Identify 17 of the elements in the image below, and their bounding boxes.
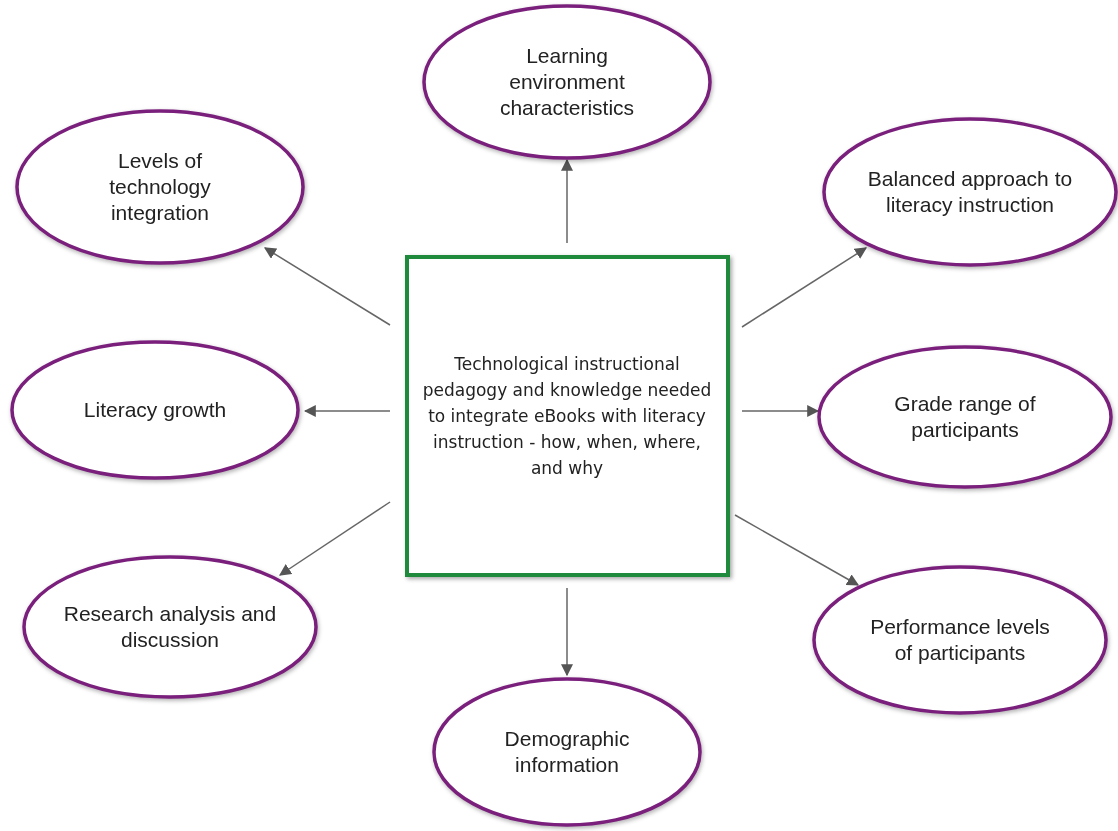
node-label: Demographic information — [503, 726, 631, 778]
arrow — [303, 405, 391, 417]
node-label: Learning environment characteristics — [498, 43, 636, 121]
node-label: Levels of technology integration — [108, 148, 212, 226]
node-label: Literacy growth — [82, 397, 228, 423]
arrow — [279, 501, 391, 576]
node-label: Performance levels of participants — [869, 614, 1051, 666]
arrow — [734, 514, 860, 586]
node-label: Research analysis and discussion — [62, 601, 278, 653]
node-label: Balanced approach to literacy instruction — [866, 166, 1074, 218]
arrow — [561, 158, 573, 244]
arrow — [741, 247, 867, 328]
arrow — [561, 587, 573, 677]
node-label: Technological instructional pedagogy and knowledge needed to integrate eBooks with literacy instruction - how, when, where, and why — [421, 353, 713, 480]
arrow — [264, 247, 391, 326]
arrow — [741, 405, 820, 417]
node-label: Grade range of participants — [893, 391, 1037, 443]
